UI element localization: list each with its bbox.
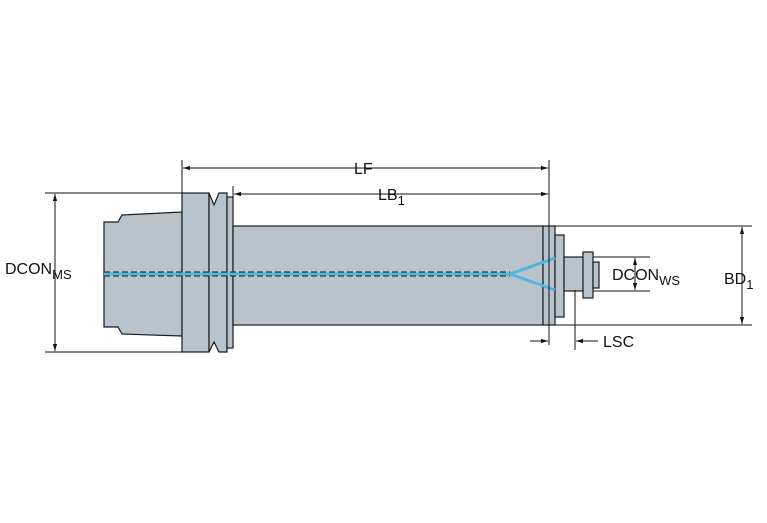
dcon-ws-label: DCONWS bbox=[612, 267, 680, 288]
dcon-ms-label: DCONMS bbox=[5, 261, 72, 282]
adapter-disk bbox=[582, 251, 594, 299]
centerline bbox=[104, 271, 510, 277]
adapter bbox=[563, 256, 585, 292]
lb1-label: LB1 bbox=[378, 187, 405, 208]
lsc-label: LSC bbox=[603, 334, 634, 351]
coolant-channel bbox=[104, 256, 556, 292]
front-step bbox=[554, 234, 565, 318]
lf-label: LF bbox=[354, 161, 373, 178]
dimension-lines bbox=[45, 160, 752, 353]
adapter-tip bbox=[592, 261, 600, 289]
bd1-label: BD1 bbox=[724, 271, 753, 292]
